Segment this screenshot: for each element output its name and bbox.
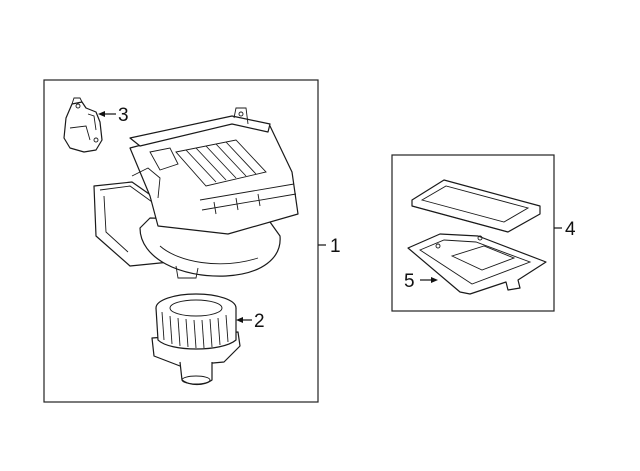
blower-housing-assembly-icon[interactable]	[93, 107, 299, 279]
cabin-air-filter-kit-icon[interactable]	[411, 179, 541, 233]
leader-arrow-5	[431, 277, 438, 283]
callout-1: 1	[330, 236, 341, 257]
callout-2: 2	[254, 311, 265, 332]
leader-arrow-3	[98, 111, 105, 117]
leader-arrow-2	[236, 317, 243, 323]
filter-cover-icon[interactable]	[407, 233, 547, 295]
callout-3: 3	[118, 105, 129, 126]
blower-motor-fan-icon[interactable]	[151, 293, 241, 386]
filter-group-box	[391, 154, 555, 312]
callout-4: 4	[565, 219, 576, 240]
callout-5: 5	[404, 271, 415, 292]
assembly-group-box	[43, 79, 319, 403]
blower-resistor-icon[interactable]	[63, 97, 103, 153]
